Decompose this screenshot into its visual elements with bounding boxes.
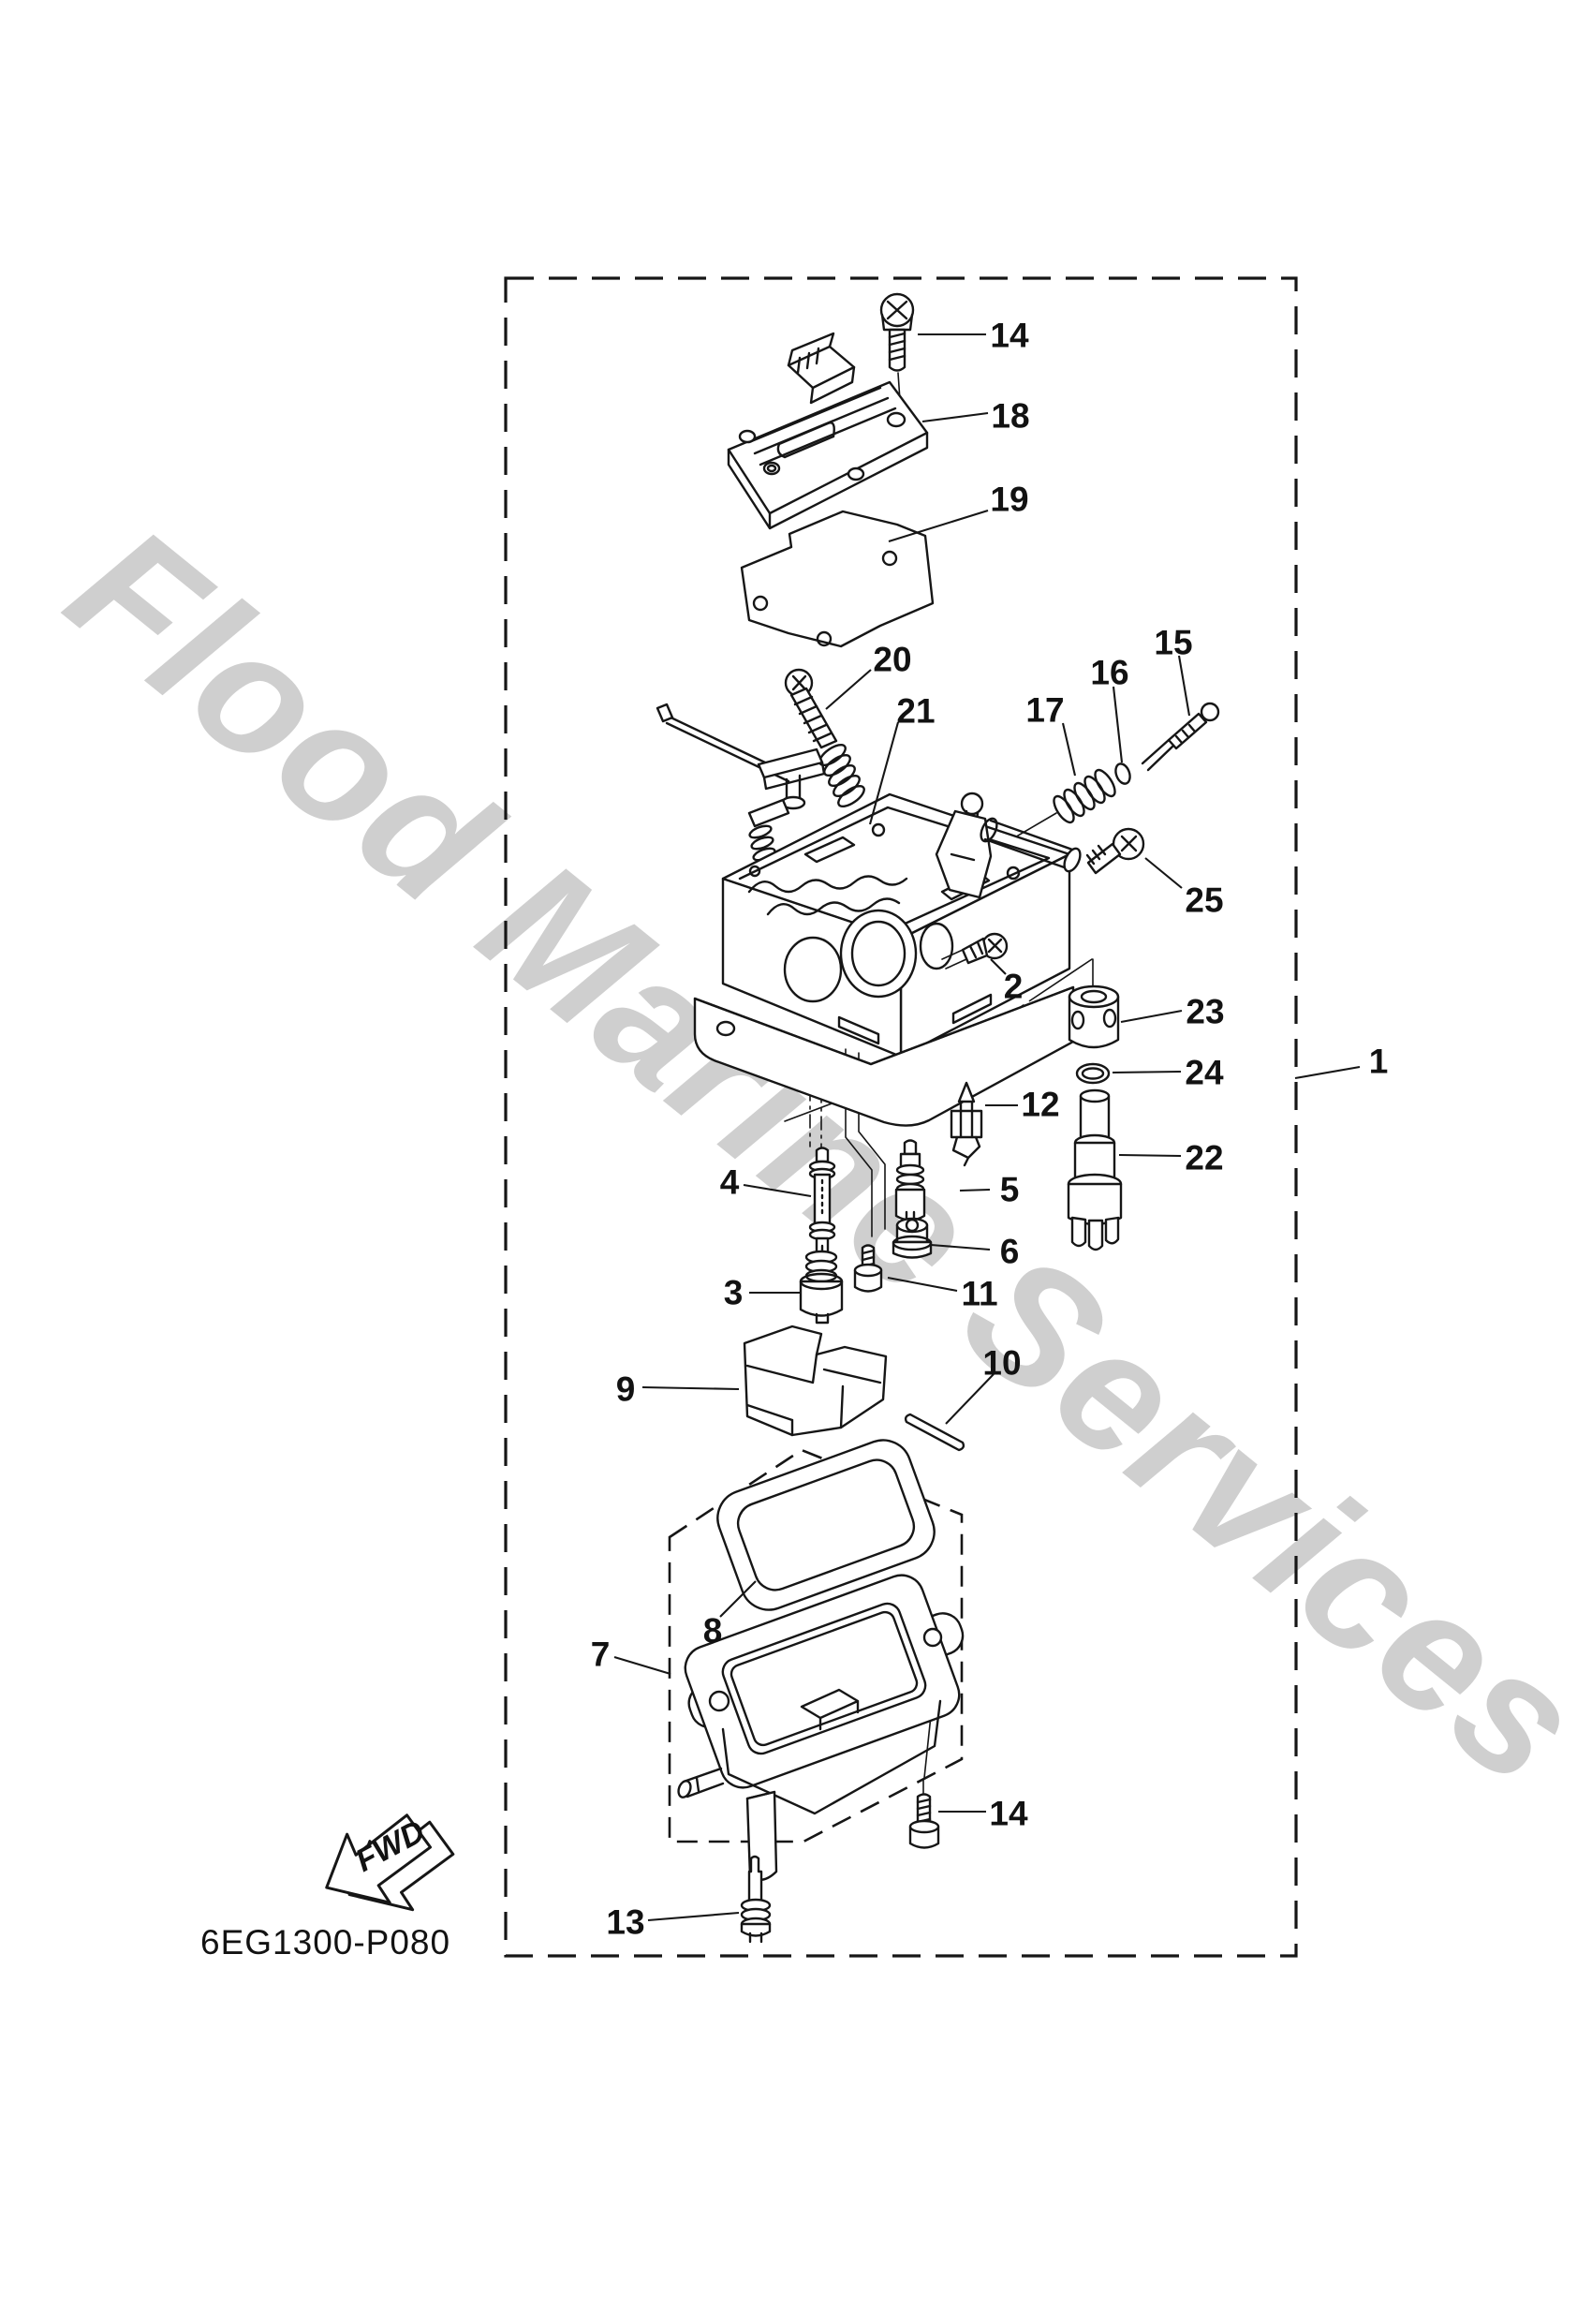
callout-leader-22 (1118, 1153, 1182, 1158)
callout-leader-18 (921, 411, 989, 423)
callout-number-2[interactable]: 2 (1004, 968, 1024, 1006)
callout-number-1[interactable]: 1 (1369, 1043, 1389, 1081)
part-25-screw (1085, 827, 1145, 875)
part-18-pump-body (727, 332, 929, 530)
part-19-diaphragm-gasket (740, 510, 935, 648)
callout-number-23[interactable]: 23 (1186, 993, 1224, 1031)
part-10-float-pin (904, 1413, 965, 1452)
part-23-throttle-valve (1068, 984, 1120, 1049)
fwd-arrow: FWD (325, 1813, 455, 1912)
callout-number-13[interactable]: 13 (606, 1903, 644, 1942)
callout-number-16[interactable]: 16 (1090, 654, 1128, 692)
part-14-screw-top (879, 292, 915, 372)
part-22-main-nozzle (1067, 1088, 1123, 1251)
callout-number-21[interactable]: 21 (896, 692, 935, 731)
callout-leader-16 (1112, 686, 1124, 763)
callout-number-7[interactable]: 7 (591, 1636, 611, 1674)
callout-leader-10 (945, 1373, 995, 1425)
assembly-boundary-dashed-box (504, 276, 1298, 1958)
callout-number-10[interactable]: 10 (982, 1344, 1021, 1383)
part-5-jet (894, 1139, 926, 1224)
callout-number-20[interactable]: 20 (873, 641, 911, 679)
part-17-spring (1053, 768, 1116, 824)
callout-number-4[interactable]: 4 (720, 1163, 740, 1202)
callout-leader-15 (1177, 655, 1191, 717)
callout-leader-5 (959, 1188, 991, 1192)
part-11-screw (853, 1244, 883, 1293)
part-9-float (743, 1325, 888, 1437)
callout-number-19[interactable]: 19 (990, 481, 1028, 519)
part-21-spring (818, 743, 865, 808)
callout-number-6[interactable]: 6 (1000, 1233, 1020, 1271)
callout-layer: 14 18 19 20 21 15 16 17 25 2 23 24 1 12 22 4 5 6 3 11 10 9 7 8 1… (591, 317, 1389, 1942)
callout-leader-1 (1294, 1065, 1361, 1080)
callout-number-24[interactable]: 24 (1185, 1054, 1224, 1092)
callout-number-11[interactable]: 11 (961, 1275, 997, 1313)
part-8-bowl-gasket (716, 1439, 936, 1611)
choke-lever (656, 703, 826, 892)
part-15-pilot-screw (1141, 702, 1220, 772)
callout-leader-4 (743, 1183, 812, 1198)
part-4-pilot-jet (808, 1147, 836, 1258)
callout-leader-24 (1112, 1070, 1182, 1074)
callout-leader-21 (868, 721, 900, 825)
callout-leader-8 (719, 1580, 757, 1618)
callout-number-14[interactable]: 14 (990, 317, 1029, 355)
callout-number-5[interactable]: 5 (1000, 1171, 1020, 1209)
callout-number-3[interactable]: 3 (724, 1274, 744, 1312)
part-13-drain-screw (740, 1855, 772, 1944)
callout-leader-13 (647, 1911, 740, 1922)
callout-leader-23 (1120, 1009, 1183, 1024)
diagram-code: 6EG1300-P080 (200, 1923, 450, 1961)
callout-leader-20 (825, 669, 872, 710)
callout-number-17[interactable]: 17 (1025, 691, 1064, 730)
callout-leader-9 (641, 1385, 740, 1391)
callout-number-9[interactable]: 9 (616, 1370, 636, 1409)
callout-number-22[interactable]: 22 (1185, 1139, 1223, 1177)
callout-number-12[interactable]: 12 (1021, 1086, 1059, 1124)
callout-leader-7 (613, 1655, 671, 1676)
float-bowl-dashed-box (668, 1448, 964, 1843)
part-12-needle-valve (950, 1081, 983, 1167)
part-14-screw-bottom (908, 1793, 940, 1849)
callout-number-14[interactable]: 14 (989, 1795, 1028, 1833)
callout-number-18[interactable]: 18 (991, 397, 1029, 436)
part-24-o-ring (1075, 1062, 1111, 1085)
part-7-float-chamber (677, 1574, 965, 1882)
callout-leader-17 (1061, 722, 1077, 777)
callout-leader-25 (1144, 857, 1183, 889)
callout-number-15[interactable]: 15 (1154, 624, 1192, 662)
callout-leader-19 (888, 509, 989, 543)
part-6-grommet (892, 1217, 933, 1259)
part-16-o-ring (1114, 762, 1131, 785)
part-3-main-jet (799, 1250, 844, 1325)
callout-number-8[interactable]: 8 (703, 1612, 723, 1650)
callout-number-25[interactable]: 25 (1185, 881, 1223, 920)
callout-leader-6 (930, 1243, 991, 1251)
part-20-screw (784, 668, 838, 749)
part-2-screw (941, 932, 1009, 970)
callout-leader-11 (887, 1276, 958, 1293)
callout-leader-2 (990, 958, 1007, 975)
